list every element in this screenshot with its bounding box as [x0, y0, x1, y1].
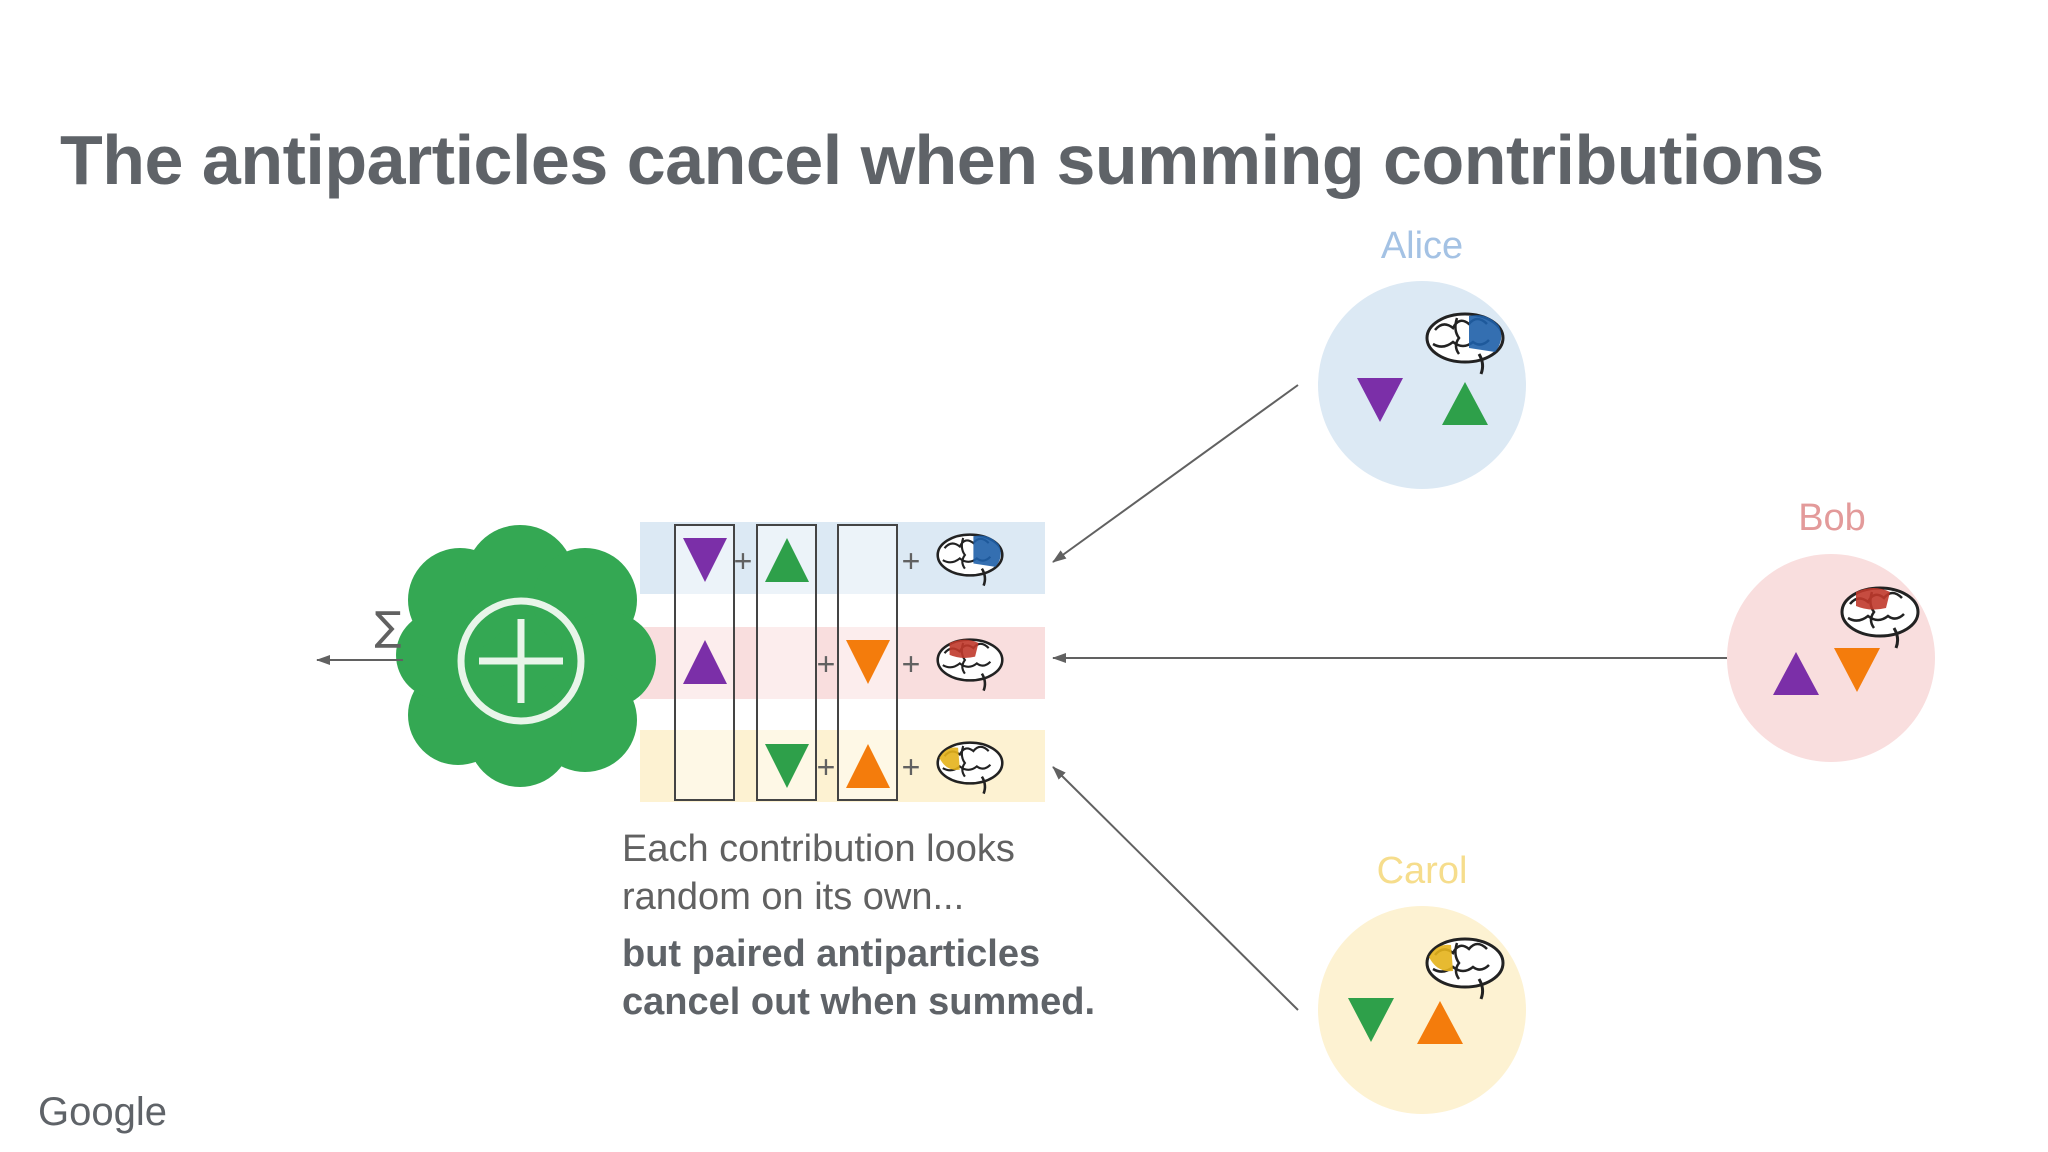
bob-purple-up-triangle — [1773, 652, 1819, 695]
row1-brain-icon — [936, 533, 1004, 587]
row2-purple-up-triangle — [683, 640, 727, 684]
alice-arrow — [1052, 384, 1299, 563]
bob-circle — [1727, 554, 1935, 762]
sigma-symbol: ∑ — [375, 604, 402, 650]
row1-purple-down-triangle — [683, 538, 727, 582]
row3-orange-up-triangle — [846, 744, 890, 788]
alice-circle — [1318, 281, 1526, 489]
bob-label: Bob — [1798, 497, 1866, 539]
caption-bold-line-2: cancel out when summed. — [622, 981, 1095, 1023]
caption-line-2: random on its own... — [622, 876, 965, 918]
plus-sign: + — [902, 749, 921, 785]
row3-brain-icon — [936, 741, 1004, 795]
caption-line-1: Each contribution looks — [622, 828, 1015, 870]
caption-bold-line-1: but paired antiparticles — [622, 933, 1041, 975]
bob-orange-down-triangle — [1834, 648, 1880, 692]
alice-purple-down-triangle — [1357, 378, 1403, 422]
aggregator-cloud — [396, 525, 656, 787]
google-logo: Google — [38, 1090, 167, 1134]
plus-sign: + — [902, 646, 921, 682]
carol-orange-up-triangle — [1417, 1001, 1463, 1044]
row3-green-down-triangle — [765, 744, 809, 788]
row2-orange-down-triangle — [846, 640, 890, 684]
row2-brain-icon — [936, 638, 1004, 692]
carol-circle — [1318, 906, 1526, 1114]
plus-sign: + — [734, 543, 753, 579]
plus-sign: + — [817, 749, 836, 785]
plus-sign: + — [817, 646, 836, 682]
carol-brain-icon — [1425, 937, 1505, 1001]
alice-brain-icon — [1425, 312, 1505, 376]
plus-sign: + — [902, 543, 921, 579]
carol-arrow — [1052, 766, 1299, 1011]
carol-green-down-triangle — [1348, 998, 1394, 1042]
alice-label: Alice — [1380, 225, 1464, 267]
row1-green-up-triangle — [765, 538, 809, 582]
slide-title: The antiparticles cancel when summing co… — [60, 121, 1824, 199]
carol-label: Carol — [1376, 850, 1468, 892]
plus-circle-icon — [457, 597, 585, 725]
alice-green-up-triangle — [1442, 382, 1488, 425]
bob-brain-icon — [1840, 586, 1920, 650]
